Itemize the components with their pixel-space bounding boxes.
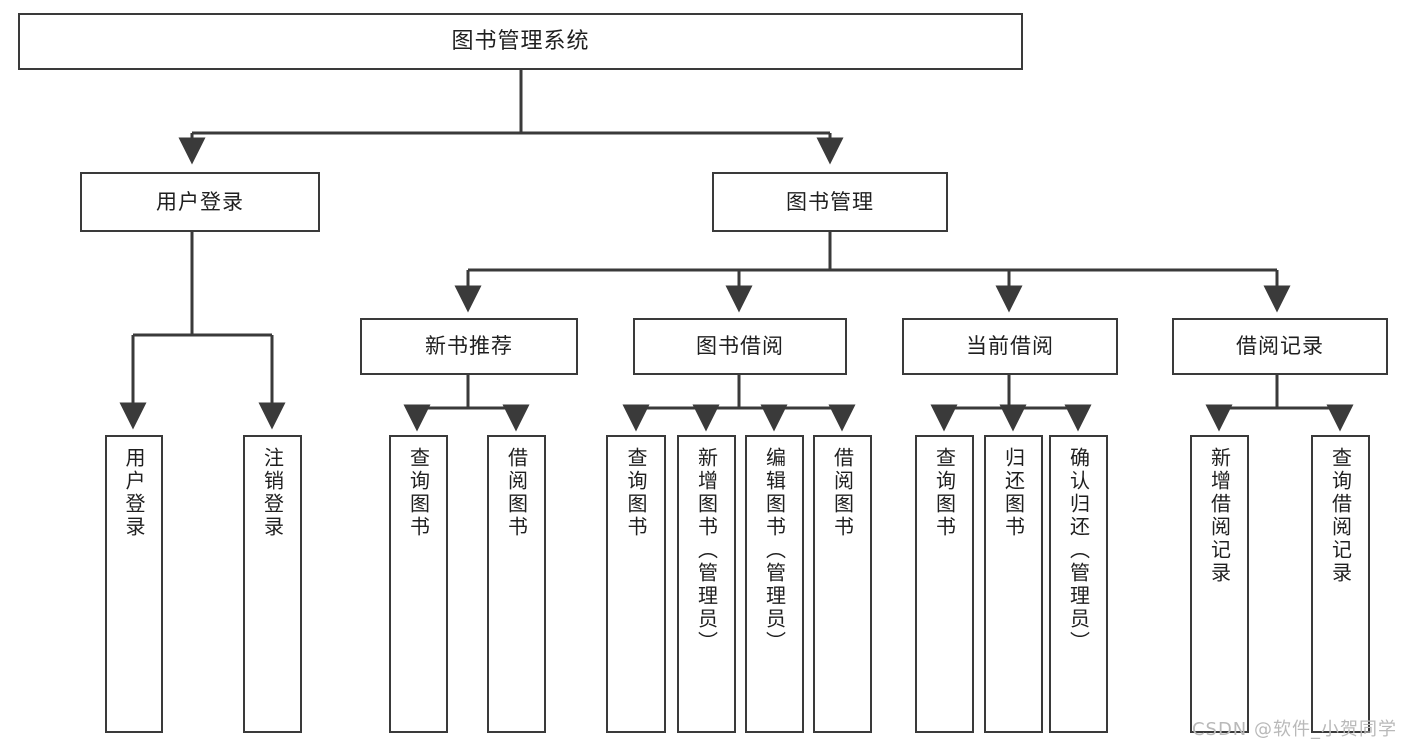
leaf-new-book-1[interactable]: 查询图书	[389, 435, 448, 733]
node-root-label: 图书管理系统	[451, 28, 590, 54]
leaf-current-borrow-2[interactable]: 归还图书	[984, 435, 1043, 733]
leaf-new-book-2-label: 借阅图书	[504, 447, 529, 539]
leaf-borrow-record-2-label: 查询借阅记录	[1328, 447, 1353, 585]
node-current-borrow-label: 当前借阅	[966, 334, 1054, 359]
leaf-user-login-2[interactable]: 注销登录	[243, 435, 302, 733]
node-borrow-record-label: 借阅记录	[1236, 334, 1324, 359]
leaf-book-borrow-4[interactable]: 借阅图书	[813, 435, 872, 733]
leaf-user-login-2-label: 注销登录	[260, 447, 285, 539]
leaf-book-borrow-1-label: 查询图书	[624, 447, 648, 539]
node-new-book-recommend[interactable]: 新书推荐	[360, 318, 578, 375]
node-borrow-record[interactable]: 借阅记录	[1172, 318, 1388, 375]
node-book-borrow-label: 图书借阅	[696, 334, 784, 359]
leaf-current-borrow-2-label: 归还图书	[1001, 447, 1026, 539]
leaf-book-borrow-2-label: 新增图书（管理员）	[694, 447, 719, 654]
leaf-user-login-1-label: 用户登录	[122, 447, 146, 539]
leaf-book-borrow-1[interactable]: 查询图书	[606, 435, 666, 733]
node-new-book-recommend-label: 新书推荐	[425, 334, 513, 359]
leaf-book-borrow-3-label: 编辑图书（管理员）	[762, 447, 787, 654]
leaf-borrow-record-1-label: 新增借阅记录	[1207, 447, 1232, 585]
leaf-new-book-1-label: 查询图书	[406, 447, 431, 539]
leaf-current-borrow-3[interactable]: 确认归还（管理员）	[1049, 435, 1108, 733]
leaf-current-borrow-1[interactable]: 查询图书	[915, 435, 974, 733]
node-book-management-label: 图书管理	[786, 189, 874, 214]
leaf-new-book-2[interactable]: 借阅图书	[487, 435, 546, 733]
leaf-current-borrow-1-label: 查询图书	[932, 447, 957, 539]
leaf-borrow-record-2[interactable]: 查询借阅记录	[1311, 435, 1370, 733]
leaf-borrow-record-1[interactable]: 新增借阅记录	[1190, 435, 1249, 733]
watermark: CSDN @软件_小贺同学	[1191, 719, 1397, 740]
leaf-book-borrow-4-label: 借阅图书	[830, 447, 855, 539]
leaf-book-borrow-2[interactable]: 新增图书（管理员）	[677, 435, 736, 733]
node-current-borrow[interactable]: 当前借阅	[902, 318, 1118, 375]
leaf-current-borrow-3-label: 确认归还（管理员）	[1066, 447, 1091, 654]
leaf-user-login-1[interactable]: 用户登录	[105, 435, 163, 733]
node-root[interactable]: 图书管理系统	[18, 13, 1023, 70]
node-book-management[interactable]: 图书管理	[712, 172, 948, 232]
node-user-login-label: 用户登录	[156, 189, 244, 214]
node-book-borrow[interactable]: 图书借阅	[633, 318, 847, 375]
node-user-login[interactable]: 用户登录	[80, 172, 320, 232]
leaf-book-borrow-3[interactable]: 编辑图书（管理员）	[745, 435, 804, 733]
